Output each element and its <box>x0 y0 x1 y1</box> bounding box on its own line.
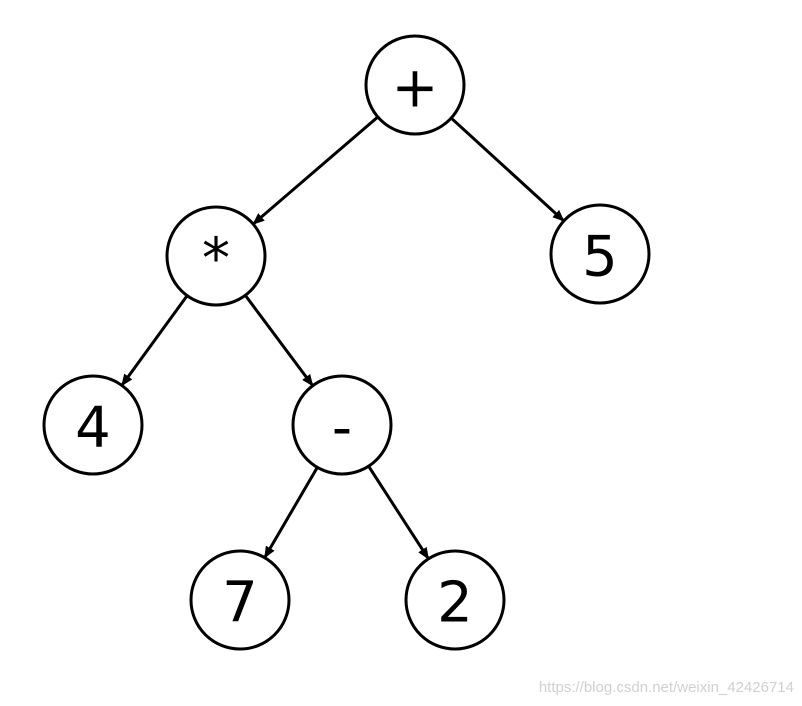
node-circle <box>291 374 393 476</box>
node-circle <box>189 549 291 651</box>
nodes-layer: + * 5 4 - 7 2 <box>42 34 651 651</box>
tree-node-seven: 7 <box>189 549 291 651</box>
edge-root-to-mul <box>252 115 379 225</box>
edge-root-to-five <box>450 116 565 222</box>
node-circle <box>549 203 651 305</box>
tree-node-five: 5 <box>549 203 651 305</box>
node-label: 7 <box>222 571 258 636</box>
node-circle <box>364 34 466 136</box>
node-circle <box>165 205 267 307</box>
node-label: + <box>392 56 439 121</box>
node-label: 5 <box>582 225 618 290</box>
node-circle <box>404 549 506 651</box>
node-label: 4 <box>75 396 111 461</box>
tree-node-mul: * <box>165 205 267 307</box>
edge-minus-to-seven <box>263 466 319 559</box>
edge-minus-to-two <box>367 465 430 560</box>
tree-node-two: 2 <box>404 549 506 651</box>
node-label: 2 <box>437 571 473 636</box>
edge-mul-to-four <box>121 294 189 387</box>
watermark-text: https://blog.csdn.net/weixin_42426714 <box>538 679 794 696</box>
tree-node-four: 4 <box>42 374 144 476</box>
tree-node-root: + <box>364 34 466 136</box>
edges-layer <box>121 115 565 560</box>
node-label: - <box>332 396 352 461</box>
node-circle <box>42 374 144 476</box>
node-label: * <box>202 227 230 292</box>
tree-node-minus: - <box>291 374 393 476</box>
edge-mul-to-minus <box>244 294 314 387</box>
